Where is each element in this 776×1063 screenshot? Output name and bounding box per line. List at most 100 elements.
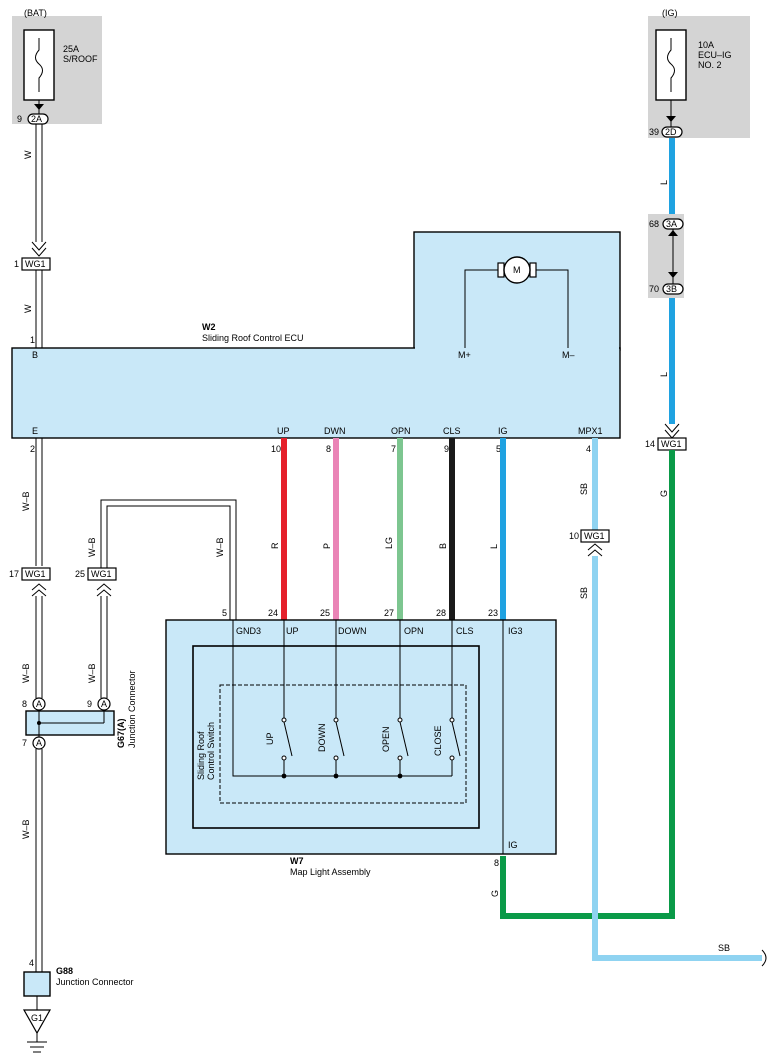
w7-pin-down: DOWN [338, 626, 367, 636]
chevron-down-icon [31, 241, 47, 257]
wg1-connector-25 [87, 567, 117, 581]
w2-pin-e: E [32, 426, 38, 436]
ig-fuse-element [667, 38, 675, 92]
chevron-down-icon [664, 423, 680, 439]
ig-conn-label: 2D [665, 127, 677, 137]
wire-g-bottom: G [490, 890, 500, 897]
pin-68: 68 [649, 219, 659, 229]
g67-pin-7: 7 [22, 738, 27, 748]
w7-pin-gnd3: GND3 [236, 626, 261, 636]
wire-color-labels: R P LG B L [270, 537, 499, 549]
motor-label: M [513, 265, 521, 275]
w2-pins: UP DWN OPN CLS IG MPX1 10 8 7 9 5 4 [271, 426, 603, 454]
g67-pin-9: 9 [87, 699, 92, 709]
wg1-pin: 1 [14, 259, 19, 269]
wire-label: L [489, 544, 499, 549]
w2-pin-b: B [32, 350, 38, 360]
w2-pin-no: 10 [271, 444, 281, 454]
wg1-label: WG1 [25, 569, 46, 579]
switch-open-contact [399, 721, 409, 757]
w2-pin-mpx1: MPX1 [578, 426, 603, 436]
wg1-pin: 25 [75, 569, 85, 579]
w2-pin-no: 5 [496, 444, 501, 454]
switch-label-close: CLOSE [433, 725, 443, 756]
w2-pin-opn: OPN [391, 426, 411, 436]
bat-fuse-name: S/ROOF [63, 54, 98, 64]
w7-pin-ig: IG [508, 840, 518, 850]
w2-pin-ig: IG [498, 426, 508, 436]
wire-wb-c: W–B [87, 537, 97, 557]
g88-id: G88 [56, 966, 73, 976]
switch-label-open: OPEN [381, 726, 391, 752]
w7-pin-no: 5 [222, 608, 227, 618]
wire-wb-f: W–B [21, 819, 31, 839]
switch-circuit [232, 620, 504, 854]
wire-g-right: G [659, 490, 669, 497]
switch-dashed-box [219, 684, 467, 804]
w7-pin-ig3: IG3 [508, 626, 523, 636]
w2-pin-up: UP [277, 426, 290, 436]
conn-3a: 3A [666, 219, 677, 229]
wire-wb-a: W–B [21, 491, 31, 511]
w7-pin-no: 23 [488, 608, 498, 618]
switch-label-up: UP [265, 732, 275, 745]
w7-pin-cls: CLS [456, 626, 474, 636]
motor-icon [503, 256, 531, 284]
m-minus: M– [562, 350, 575, 360]
g88-junction [23, 971, 51, 997]
wire-wb-d: W–B [215, 537, 225, 557]
wire-sb-upper: SB [579, 483, 589, 495]
w2-pin-no: 9 [444, 444, 449, 454]
chevron-up-icon [96, 583, 112, 597]
bat-label: (BAT) [24, 8, 47, 18]
wire-label: B [438, 543, 448, 549]
arrow-down-icon [666, 116, 676, 122]
wg1-label: WG1 [91, 569, 112, 579]
switch-name-1: Sliding Roof [196, 731, 206, 780]
wire-wb-b: W–B [21, 663, 31, 683]
switch-close-contact [451, 721, 461, 757]
g67-id: G67(A) [116, 718, 126, 748]
w2-pin-no: 7 [391, 444, 396, 454]
wg1-connector-10 [580, 529, 610, 543]
wire-w-mid: W [23, 304, 33, 313]
bat-pin: 9 [17, 114, 22, 124]
w7-pin-no: 27 [384, 608, 394, 618]
conn-3b: 3B [666, 284, 677, 294]
ig-fuse-name-2: NO. 2 [698, 60, 722, 70]
g67-letter: A [36, 699, 42, 709]
wg1-pin: 17 [9, 569, 19, 579]
g88-pin: 4 [29, 958, 34, 968]
w2-ecu-box [11, 347, 621, 439]
w7-id: W7 [290, 856, 304, 866]
bat-fuse-rating: 25A [63, 44, 79, 54]
w7-pin-opn: OPN [404, 626, 424, 636]
w7-pin-up: UP [286, 626, 299, 636]
wire-wb-e: W–B [87, 663, 97, 683]
chevron-up-icon [587, 543, 603, 557]
ig-label: (IG) [662, 8, 678, 18]
g88-name: Junction Connector [56, 977, 134, 987]
switch-down-contact [335, 721, 345, 757]
ground-label: G1 [31, 1013, 43, 1023]
wire-label: LG [384, 537, 394, 549]
wire-l-mid: L [659, 372, 669, 377]
wire-sb-mid: SB [579, 587, 589, 599]
wg1-pin: 14 [645, 439, 655, 449]
wg1-label: WG1 [25, 259, 46, 269]
ground-icon [22, 1009, 52, 1035]
g67-name: Junction Connector [127, 670, 137, 748]
bat-fuse-element [35, 38, 43, 92]
wire-l-top: L [659, 180, 669, 185]
g67-pin-8: 8 [22, 699, 27, 709]
w2-pin-dwn: DWN [324, 426, 346, 436]
wg1-pin: 10 [569, 531, 579, 541]
g67-letter: A [101, 699, 107, 709]
bat-connector [27, 113, 49, 125]
w7-pin-no: 24 [268, 608, 278, 618]
chevron-up-icon [31, 583, 47, 597]
ig-connector [661, 126, 683, 138]
wire-label: R [270, 542, 280, 549]
wire-w-top: W [23, 150, 33, 159]
